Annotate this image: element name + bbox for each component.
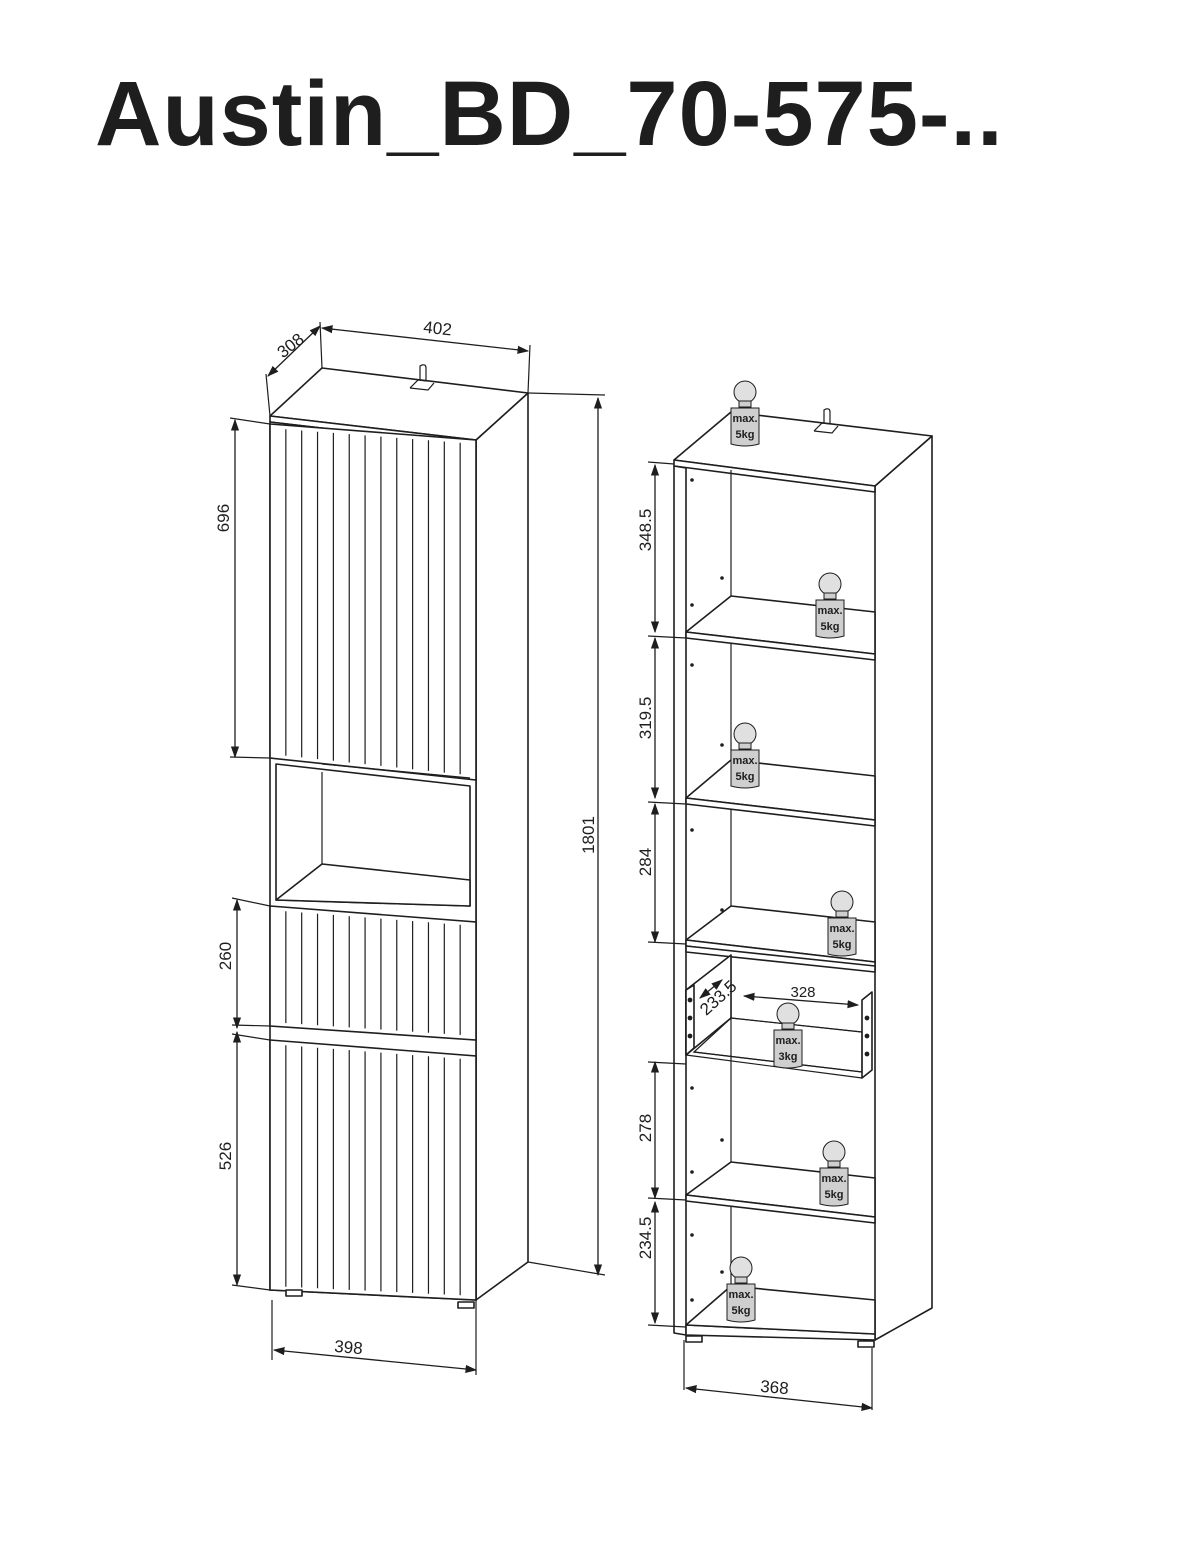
closed-foot-left	[285, 1289, 303, 1297]
weight-label-kg: 5kg	[821, 621, 840, 633]
pin-hole	[690, 1086, 694, 1090]
weight-label-max: max.	[829, 923, 854, 935]
weight-label-max: max.	[728, 1289, 753, 1301]
closed-side-panel	[475, 392, 529, 1301]
weight-label-max: max.	[817, 605, 842, 617]
open-base-top	[685, 1285, 876, 1335]
wall-bracket-icon-open	[813, 408, 839, 434]
dim-height-total: 1801	[579, 816, 598, 854]
screw-hole	[687, 997, 693, 1003]
weight-icon: max. 5kg	[819, 1140, 849, 1207]
dim-compartment-1: 348.5	[636, 509, 655, 552]
drawer-front	[269, 905, 477, 1041]
closed-cabinet	[269, 364, 529, 1309]
open-foot-left	[685, 1335, 703, 1343]
weight-icon: max. 5kg	[730, 722, 760, 789]
page-title: Austin_BD_70-575-..	[95, 63, 1004, 165]
upper-door-flutes	[285, 429, 461, 775]
open-dimensions: 348.5 319.5 284 278 234.5 233.5 328 368	[636, 461, 874, 1411]
weight-label-max: max.	[732, 413, 757, 425]
screw-hole	[687, 1033, 693, 1039]
weight-label-kg: 5kg	[732, 1305, 751, 1317]
dim-width-top: 402	[422, 318, 452, 340]
dim-door-upper: 696	[214, 504, 233, 532]
drawer-front-flutes	[285, 911, 461, 1035]
pin-hole	[690, 828, 694, 832]
pin-hole	[690, 1170, 694, 1174]
weight-label-kg: 5kg	[825, 1189, 844, 1201]
screw-hole	[864, 1051, 870, 1057]
weight-icon: max. 3kg	[773, 1002, 803, 1069]
screw-hole	[687, 1015, 693, 1021]
shelf-front-edge	[685, 631, 876, 661]
weight-icon: max. 5kg	[730, 380, 760, 447]
closed-foot-right	[457, 1301, 475, 1309]
upper-door	[269, 423, 477, 781]
shelf-front-edge	[685, 797, 876, 827]
open-foot-right	[857, 1340, 875, 1348]
weight-icon: max. 5kg	[815, 572, 845, 639]
open-side-panel-left	[673, 465, 687, 1336]
weight-label-kg: 5kg	[736, 771, 755, 783]
weight-label-kg: 3kg	[779, 1051, 798, 1063]
screw-hole	[864, 1033, 870, 1039]
weight-label-kg: 5kg	[833, 939, 852, 951]
load-weights: max. 5kg max. 5kg max. 5kg max. 5kg max. 3kg max. 5…	[726, 380, 857, 1323]
shelf-pin-holes	[690, 478, 724, 1302]
open-cabinet	[673, 408, 933, 1348]
drawer-screw-holes	[687, 997, 870, 1057]
dim-width-bottom: 398	[334, 1337, 364, 1358]
niche-floor	[275, 863, 471, 907]
weight-icon: max. 5kg	[827, 890, 857, 957]
pin-hole	[720, 743, 724, 747]
open-side-panel-right	[874, 435, 933, 1341]
drawer-rail	[685, 945, 876, 973]
pin-hole	[690, 478, 694, 482]
weight-icon: max. 5kg	[726, 1256, 756, 1323]
closed-dimensions: 308 402 1801 696 260 526 398	[214, 318, 606, 1375]
weight-label-max: max.	[821, 1173, 846, 1185]
dim-compartment-4: 278	[636, 1114, 655, 1142]
wall-bracket-icon	[409, 364, 435, 391]
pin-hole	[690, 663, 694, 667]
pin-hole	[690, 1233, 694, 1237]
lower-door	[269, 1039, 477, 1301]
pin-hole	[720, 1138, 724, 1142]
dim-door-lower: 526	[216, 1142, 235, 1170]
shelf-front-edge	[685, 1194, 876, 1224]
dim-drawer-width: 328	[790, 984, 815, 1001]
dim-compartment-5: 234.5	[636, 1217, 655, 1260]
pin-hole	[690, 1298, 694, 1302]
dim-width-bottom-open: 368	[760, 1377, 790, 1398]
open-drawer	[685, 954, 873, 1079]
dim-compartment-2: 319.5	[636, 697, 655, 740]
screw-hole	[864, 1015, 870, 1021]
pin-hole	[720, 1270, 724, 1274]
weight-label-max: max.	[775, 1035, 800, 1047]
weight-label-max: max.	[732, 755, 757, 767]
pin-hole	[690, 603, 694, 607]
pin-hole	[720, 576, 724, 580]
lower-door-flutes	[285, 1045, 461, 1296]
pin-hole	[720, 908, 724, 912]
dim-compartment-3: 284	[636, 848, 655, 876]
dim-drawer: 260	[216, 942, 235, 970]
dim-depth: 308	[274, 329, 308, 361]
weight-label-kg: 5kg	[736, 429, 755, 441]
